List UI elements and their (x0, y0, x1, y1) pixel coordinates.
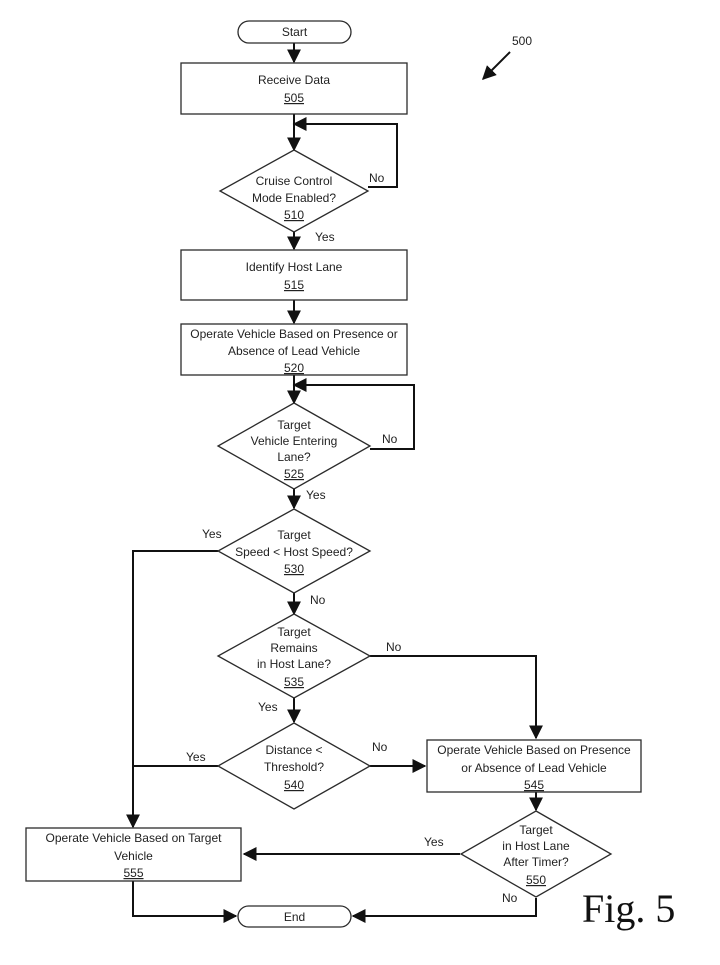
decision-550-line2: in Host Lane (502, 839, 570, 853)
ref-535: 535 (284, 675, 304, 689)
edge-530-yes (126, 550, 218, 829)
target-remains-decision: Target Remains in Host Lane? 535 (216, 613, 372, 699)
start-terminal: Start (237, 20, 352, 44)
label-535-no: No (386, 640, 402, 654)
label-550-yes: Yes (424, 835, 444, 849)
figure-number: 500 (512, 34, 532, 48)
ref-515: 515 (284, 278, 304, 292)
edge-550-no (351, 898, 537, 923)
edge-labels: No Yes No Yes Yes No No Yes Yes No Yes N… (186, 171, 518, 905)
distance-threshold-decision: Distance < Threshold? 540 (216, 722, 372, 810)
ref-530: 530 (284, 562, 304, 576)
end-label: End (284, 910, 305, 924)
label-530-yes: Yes (202, 527, 222, 541)
ref-540: 540 (284, 778, 304, 792)
label-525-no: No (382, 432, 398, 446)
connectors (126, 43, 543, 923)
identify-host-lane-label: Identify Host Lane (246, 260, 343, 274)
label-530-no: No (310, 593, 326, 607)
ref-545: 545 (524, 778, 544, 792)
operate-vehicle-520-box: Operate Vehicle Based on Presence or Abs… (180, 323, 408, 376)
operate-vehicle-545-box: Operate Vehicle Based on Presence or Abs… (426, 739, 642, 793)
label-550-no: No (502, 891, 518, 905)
decision-525-line1: Target (277, 418, 311, 432)
label-510-yes: Yes (315, 230, 335, 244)
ref-505: 505 (284, 91, 304, 105)
decision-535-line2: Remains (270, 641, 317, 655)
target-speed-decision: Target Speed < Host Speed? 530 (216, 508, 372, 594)
figure-caption: Fig. 5 (582, 886, 675, 931)
decision-510-line2: Mode Enabled? (252, 191, 336, 205)
label-535-yes: Yes (258, 700, 278, 714)
label-540-yes: Yes (186, 750, 206, 764)
decision-540-line2: Threshold? (264, 760, 324, 774)
cruise-control-decision: Cruise Control Mode Enabled? 510 (218, 149, 370, 233)
end-terminal: End (237, 905, 352, 928)
target-entering-lane-decision: Target Vehicle Entering Lane? 525 (216, 402, 372, 490)
decision-530-line1: Target (277, 528, 311, 542)
operate-520-line1: Operate Vehicle Based on Presence or (190, 327, 397, 341)
operate-520-line2: Absence of Lead Vehicle (228, 344, 360, 358)
decision-550-line1: Target (519, 823, 553, 837)
target-after-timer-decision: Target in Host Lane After Timer? 550 (459, 810, 613, 898)
label-510-no: No (369, 171, 385, 185)
operate-545-line2: or Absence of Lead Vehicle (461, 761, 607, 775)
decision-530-line2: Speed < Host Speed? (235, 545, 353, 559)
decision-540-line1: Distance < (265, 743, 322, 757)
decision-535-line3: in Host Lane? (257, 657, 331, 671)
ref-525: 525 (284, 467, 304, 481)
decision-510-line1: Cruise Control (256, 174, 333, 188)
edge-535-no (370, 655, 543, 740)
decision-525-line2: Vehicle Entering (251, 434, 338, 448)
operate-vehicle-555-box: Operate Vehicle Based on Target Vehicle … (25, 827, 242, 882)
identify-host-lane-box: Identify Host Lane 515 (180, 249, 408, 301)
ref-555: 555 (123, 866, 143, 880)
figure-pointer-arrow (482, 51, 511, 80)
label-525-yes: Yes (306, 488, 326, 502)
ref-520: 520 (284, 361, 304, 375)
operate-555-line1: Operate Vehicle Based on Target (46, 831, 223, 845)
receive-data-box: Receive Data 505 (180, 62, 408, 115)
decision-550-line3: After Timer? (503, 855, 569, 869)
decision-535-line1: Target (277, 625, 311, 639)
receive-data-label: Receive Data (258, 73, 330, 87)
edge-510-no-loop (292, 117, 398, 188)
ref-510: 510 (284, 208, 304, 222)
operate-555-line2: Vehicle (114, 849, 153, 863)
start-label: Start (282, 25, 308, 39)
edge-525-no-loop (292, 378, 415, 450)
decision-525-line3: Lane? (277, 450, 311, 464)
label-540-no: No (372, 740, 388, 754)
operate-545-line1: Operate Vehicle Based on Presence (437, 743, 631, 757)
edge-555-end (132, 881, 238, 923)
ref-550: 550 (526, 873, 546, 887)
